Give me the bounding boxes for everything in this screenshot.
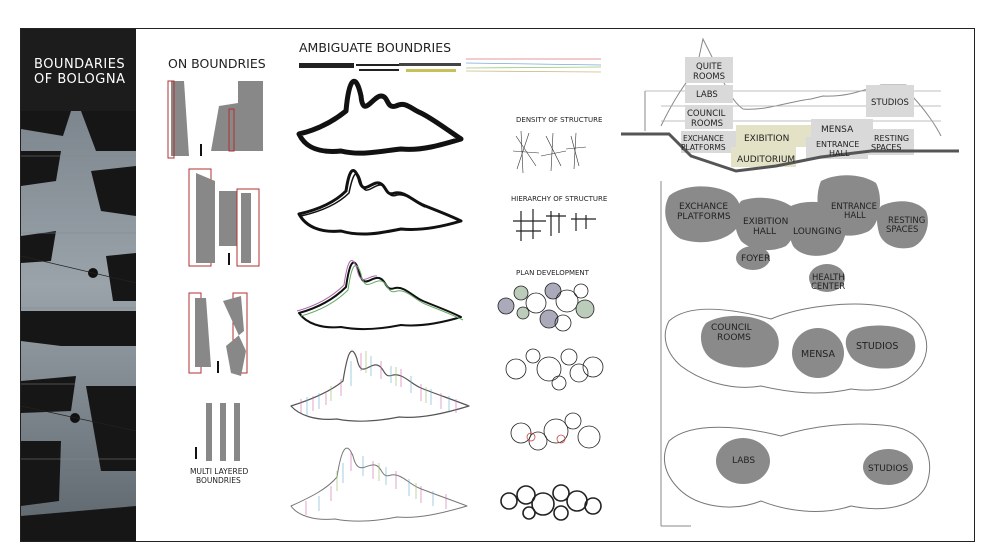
plan-entrance-1: ENTRANCE — [831, 202, 877, 212]
plan-exibition-1: EXIBITION — [743, 217, 788, 227]
poster-board: BOUNDARIES OF BOLOGNA ON BOUNDRIES MULTI… — [20, 28, 975, 542]
density-sketch — [512, 130, 587, 174]
multi-layered-line-1: MULTI LAYERED — [190, 467, 248, 476]
plan-mensa: MENSA — [801, 349, 836, 360]
ambiguate-hatching — [300, 351, 457, 515]
section-exchange-1: EXCHANCE — [683, 134, 724, 143]
plan-council-2: ROOMS — [717, 333, 751, 343]
plan-resting-1: RESTING — [888, 216, 925, 226]
plan-foyer: FOYER — [741, 254, 770, 264]
ambiguate-heading: AMBIGUATE BOUNDRIES — [299, 40, 451, 55]
plan-resting-2: SPACES — [886, 225, 918, 235]
plan-health-2: CENTER — [811, 282, 845, 292]
section-entrance-2: HALL — [829, 149, 850, 158]
photo-strip — [21, 29, 137, 541]
plan-health-1: HEALTH — [812, 273, 845, 283]
section-exibition: EXIBITION — [744, 134, 789, 144]
plan-studios-b: STUDIOS — [868, 464, 908, 474]
title-line-1: BOUNDARIES — [34, 57, 125, 72]
plan-lounging: LOUNGING — [793, 227, 841, 237]
ambiguate-bars — [299, 58, 602, 73]
hierarchy-sketch — [513, 209, 596, 241]
section-council-1: COUNCIL — [687, 109, 726, 119]
plan-development-circles — [497, 282, 604, 521]
plan-labs: LABS — [732, 456, 755, 466]
hierarchy-label: HIERARCHY OF STRUCTURE — [511, 195, 607, 203]
plan-entrance-2: HALL — [844, 211, 866, 221]
section-exchange-2: PLATFORMS — [681, 143, 726, 152]
section-studios: STUDIOS — [871, 98, 909, 108]
density-label: DENSITY OF STRUCTURE — [516, 116, 602, 124]
on-boundries-heading: ON BOUNDRIES — [168, 56, 266, 71]
plan-exibition-2: HALL — [753, 227, 776, 237]
section-entrance-1: ENTRANCE — [816, 140, 859, 149]
section-mensa: MENSA — [821, 125, 854, 135]
section-labs: LABS — [696, 90, 718, 100]
section-resting-1: RESTING — [874, 134, 909, 143]
section-quite-rooms-1: QUITE — [696, 62, 722, 72]
plan-studios-a: STUDIOS — [856, 341, 898, 352]
ambiguate-blobs — [290, 78, 470, 522]
plan-diagram — [660, 175, 931, 527]
section-diagram — [621, 37, 959, 173]
multi-layered-line-2: BOUNDRIES — [196, 476, 241, 485]
poster-canvas: BOUNDARIES OF BOLOGNA ON BOUNDRIES MULTI… — [21, 29, 959, 541]
plan-development-label: PLAN DEVELOPMENT — [516, 269, 590, 277]
plan-council-1: COUNCIL — [711, 323, 752, 333]
on-boundries-diagrams — [167, 80, 263, 461]
plan-exchange-1: EXCHANCE — [679, 202, 728, 212]
title-line-2: OF BOLOGNA — [34, 72, 125, 87]
section-council-2: ROOMS — [691, 119, 723, 129]
section-resting-2: SPACES — [871, 143, 901, 152]
section-quite-rooms-2: ROOMS — [693, 72, 725, 82]
section-auditorium: AUDITORIUM — [737, 155, 795, 165]
plan-exchange-2: PLATFORMS — [677, 212, 731, 222]
